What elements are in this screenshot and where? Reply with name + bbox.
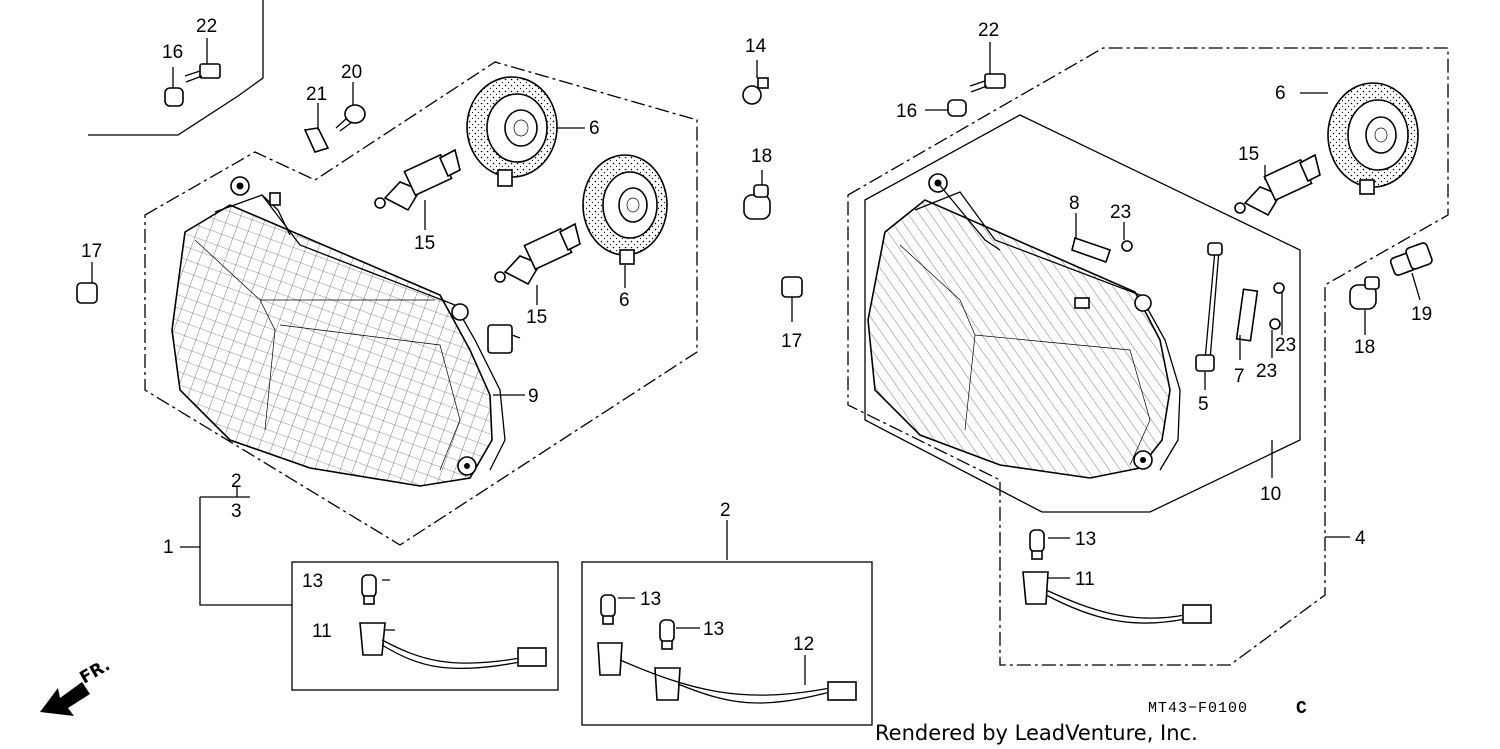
callout-23: 23 — [1275, 335, 1296, 356]
socket-cover — [1327, 82, 1419, 195]
callout-21: 21 — [306, 84, 327, 105]
callout-22: 22 — [978, 20, 999, 41]
callout-19: 19 — [1411, 304, 1432, 325]
callout-2: 2 — [231, 471, 242, 492]
leader-lines — [91, 38, 1421, 685]
callout-16: 16 — [162, 42, 183, 63]
callout-13: 13 — [1075, 529, 1096, 550]
headlight-left — [171, 176, 521, 487]
socket-harness-group — [359, 529, 1212, 704]
callout-15: 15 — [526, 307, 547, 328]
position-bulb — [600, 594, 616, 625]
callout-15: 15 — [1238, 144, 1259, 165]
callout-6: 6 — [589, 118, 600, 139]
cap — [1349, 276, 1380, 310]
callout-18: 18 — [1354, 337, 1375, 358]
headlight-bulb — [1234, 153, 1321, 217]
clip — [303, 127, 330, 153]
credit-text: Rendered by LeadVenture, Inc. — [875, 721, 1198, 745]
grommet — [76, 282, 98, 304]
callout-7: 7 — [1234, 366, 1245, 387]
grommet — [781, 276, 803, 298]
headlight-bulb-group — [374, 148, 1321, 286]
kit-box-left — [291, 561, 559, 691]
callout-14: 14 — [745, 36, 767, 57]
screw — [969, 73, 1006, 93]
front-arrow-icon — [40, 682, 90, 716]
socket-cover — [582, 154, 668, 265]
callout-4: 4 — [1355, 528, 1366, 549]
socket-harness — [1022, 571, 1212, 624]
screw — [1121, 240, 1133, 252]
part-code: MT43−F0100 — [1148, 700, 1248, 717]
callout-22: 22 — [196, 16, 217, 37]
callout-5: 5 — [1198, 394, 1209, 415]
callout-23: 23 — [1110, 202, 1131, 223]
collar — [164, 87, 184, 107]
kit-box-center — [581, 561, 873, 726]
socket-harness — [359, 622, 547, 670]
callout-6: 6 — [619, 290, 630, 311]
plate — [1235, 288, 1259, 342]
nut — [742, 77, 769, 105]
callout-12: 12 — [793, 634, 814, 655]
headlight-bulb — [374, 148, 461, 212]
collar — [947, 99, 967, 117]
callout-15: 15 — [414, 233, 435, 254]
callout-9: 9 — [528, 386, 539, 407]
cap — [743, 184, 771, 220]
callout-3: 3 — [231, 501, 242, 522]
socket-harness — [597, 642, 857, 704]
callout-13: 13 — [640, 589, 661, 610]
callout-23: 23 — [1256, 361, 1277, 382]
callout-16: 16 — [896, 101, 917, 122]
callout-10: 10 — [1260, 484, 1281, 505]
front-direction-indicator: FR. — [40, 655, 114, 716]
bolt — [335, 104, 366, 132]
socket-cover-group — [466, 76, 1419, 265]
adjuster — [1389, 242, 1433, 276]
assembly-outlines — [88, 0, 1449, 726]
callout-13: 13 — [703, 619, 724, 640]
callout-17: 17 — [81, 241, 102, 262]
callout-11: 11 — [1075, 569, 1095, 590]
position-bulb — [1029, 529, 1045, 560]
callout-8: 8 — [1069, 193, 1080, 214]
callout-6: 6 — [1275, 83, 1286, 104]
callout-20: 20 — [341, 62, 362, 83]
screw — [184, 63, 221, 83]
callout-2: 2 — [720, 500, 731, 521]
screw — [1269, 318, 1281, 330]
callout-1: 1 — [163, 537, 174, 558]
hardware-group — [76, 63, 1433, 372]
callout-11: 11 — [312, 621, 332, 642]
adjust-rod — [1195, 242, 1223, 372]
bracket — [1071, 236, 1112, 264]
position-bulb — [659, 619, 675, 650]
headlight-bulb — [494, 222, 581, 286]
socket-cover — [466, 76, 558, 187]
callout-18: 18 — [751, 146, 772, 167]
headlight-right — [867, 173, 1181, 479]
part-code-suffix: C — [1296, 699, 1308, 719]
callout-labels: 16 22 20 21 6 6 15 15 9 17 14 18 17 22 1… — [81, 16, 1432, 655]
screw — [1273, 282, 1285, 294]
position-bulb — [361, 574, 377, 605]
callout-13: 13 — [302, 571, 323, 592]
callout-17: 17 — [781, 331, 802, 352]
